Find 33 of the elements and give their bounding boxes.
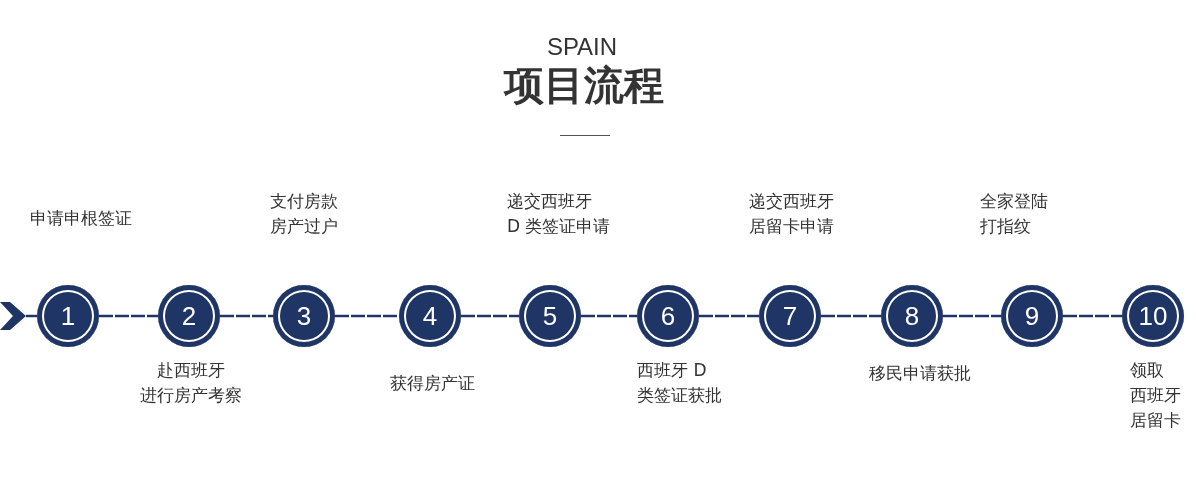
step-circle: 10: [1122, 285, 1184, 347]
subtitle: SPAIN: [546, 33, 618, 61]
page-title: 项目流程: [504, 61, 664, 109]
connector-line: [26, 314, 37, 318]
step-circle: 1: [37, 285, 99, 347]
step-circle: 3: [273, 285, 335, 347]
step-circle: 6: [637, 285, 699, 347]
step-circle: 7: [759, 285, 821, 347]
connector-line: [1063, 314, 1122, 318]
connector-line: [220, 314, 273, 318]
connector-line: [581, 314, 637, 318]
connector-line: [335, 314, 399, 318]
step-circle: 2: [158, 285, 220, 347]
step-circle: 5: [519, 285, 581, 347]
step-circle: 4: [399, 285, 461, 347]
connector-line: [943, 314, 1001, 318]
step-circle: 9: [1001, 285, 1063, 347]
step-label: 申请申根签证: [30, 207, 132, 230]
step-label: 赴西班牙进行房产考察: [139, 359, 243, 407]
step-label: 递交西班牙居留卡申请: [749, 190, 834, 238]
connector-line: [99, 314, 158, 318]
step-label: 领取西班牙居留卡: [1130, 359, 1181, 432]
step-label: 递交西班牙D 类签证申请: [507, 190, 611, 238]
step-circle: 8: [881, 285, 943, 347]
step-label: 获得房产证: [390, 372, 475, 395]
connector-line: [461, 314, 519, 318]
step-label: 全家登陆打指纹: [980, 190, 1048, 238]
step-label: 移民申请获批: [869, 362, 971, 385]
connector-line: [821, 314, 881, 318]
step-label: 支付房款房产过户: [270, 190, 338, 238]
step-label: 西班牙 D类签证获批: [637, 359, 722, 407]
chevron-icon: [0, 302, 26, 330]
connector-line: [699, 314, 759, 318]
